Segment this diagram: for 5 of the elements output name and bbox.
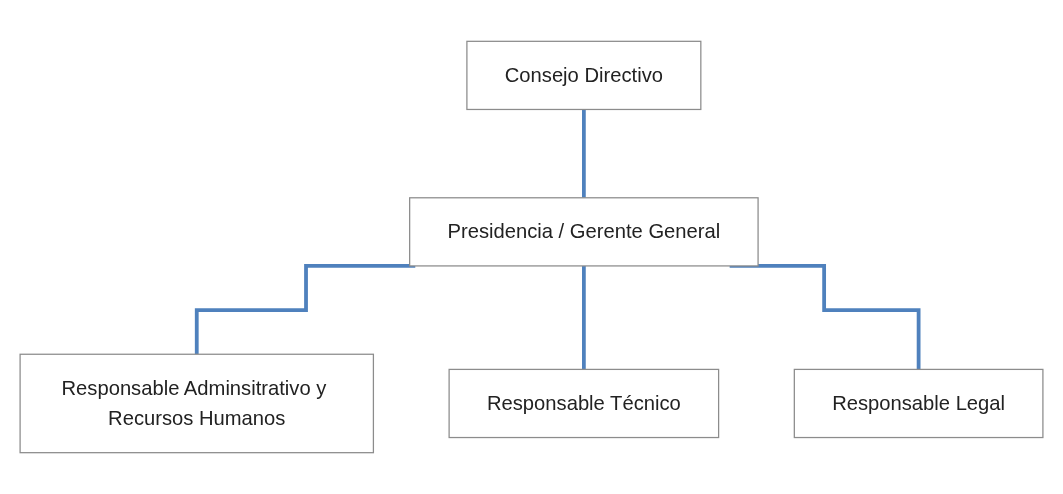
node-box: Responsable Legal <box>793 368 1044 439</box>
node-box: Responsable Técnico <box>448 368 720 439</box>
node-box: Presidencia / Gerente General <box>409 197 759 267</box>
node-box: Consejo Directivo <box>466 40 702 111</box>
node-box: Responsable Adminsitrativo y Recursos Humanos <box>19 353 375 454</box>
